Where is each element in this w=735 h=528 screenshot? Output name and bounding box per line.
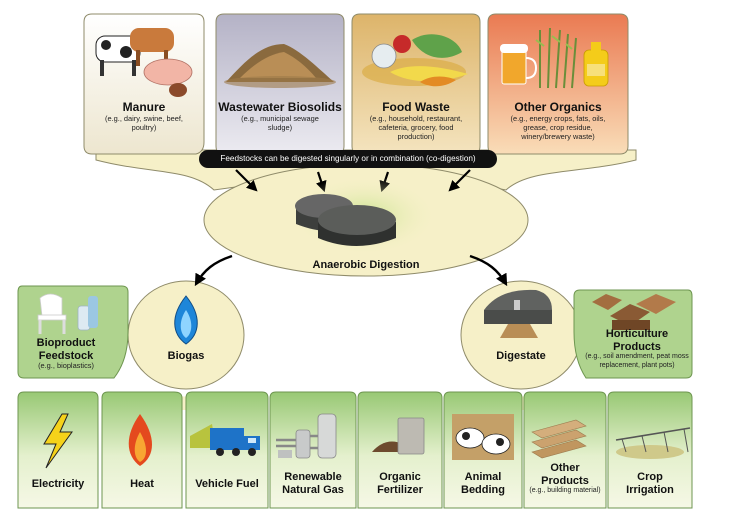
output-detail: (e.g., building material) bbox=[529, 487, 601, 495]
feedstock-other-organics-label: Other Organics (e.g., energy crops, fats… bbox=[488, 100, 628, 141]
output-renewable-natural-gas-label: Renewable Natural Gas bbox=[282, 471, 344, 496]
digestate-label: Digestate bbox=[496, 350, 546, 362]
food-scraps-icon bbox=[362, 34, 468, 87]
feedstock-detail: (e.g., household, restaurant, cafeteria,… bbox=[369, 113, 463, 141]
garbage-truck-icon bbox=[190, 424, 260, 456]
digester-tanks-icon bbox=[290, 176, 438, 256]
plastic-chair-bottle-icon bbox=[37, 293, 98, 334]
output-heat-label: Heat bbox=[130, 478, 154, 490]
side-title: Horticulture Products bbox=[605, 328, 669, 353]
output-title: Crop Irrigation bbox=[626, 471, 674, 496]
output-title: Other Products bbox=[541, 462, 589, 487]
gas-flame-icon bbox=[174, 295, 198, 345]
feedstock-food-waste-label: Food Waste (e.g., household, restaurant,… bbox=[352, 100, 480, 141]
side-panel-horticulture bbox=[573, 289, 693, 379]
horticulture-products-label: Horticulture Products (e.g., soil amendm… bbox=[582, 328, 692, 370]
lumber-boards-icon bbox=[531, 419, 587, 459]
output-title: Organic Fertilizer bbox=[377, 471, 423, 496]
pivot-irrigation-icon bbox=[615, 427, 691, 459]
output-other-products-label: Other Products (e.g., building material) bbox=[524, 462, 606, 496]
feedstock-title: Manure bbox=[122, 100, 166, 114]
feedstock-detail: (e.g., dairy, swine, beef, poultry) bbox=[105, 113, 183, 132]
cows-bedding-icon bbox=[452, 414, 514, 460]
feedstock-detail: (e.g., municipal sewage sludge) bbox=[241, 113, 319, 132]
feedstock-title: Wastewater Biosolids bbox=[218, 100, 342, 114]
output-electricity-label: Electricity bbox=[31, 478, 85, 490]
feedstock-biosolids-label: Wastewater Biosolids (e.g., municipal se… bbox=[214, 100, 346, 133]
co-digestion-banner: Feedstocks can be digested singularly or… bbox=[199, 150, 497, 168]
digester-output-icon bbox=[484, 289, 552, 338]
output-vehicle-fuel-label: Vehicle Fuel bbox=[195, 478, 259, 490]
fertilizer-bag-icon bbox=[372, 417, 425, 455]
biosolids-pile-icon bbox=[224, 44, 336, 88]
livestock-icon bbox=[95, 28, 193, 97]
lightning-bolt-icon bbox=[43, 413, 73, 469]
plant-pots-icon bbox=[592, 294, 676, 330]
biogas-label: Biogas bbox=[167, 350, 205, 362]
output-animal-bedding-label: Animal Bedding bbox=[444, 471, 522, 496]
gas-processing-plant-icon bbox=[276, 413, 337, 459]
branch-arrows bbox=[194, 254, 508, 287]
output-title: Animal Bedding bbox=[461, 471, 505, 496]
side-detail: (e.g., bioplastics) bbox=[38, 361, 94, 371]
anaerobic-digestion-label: Anaerobic Digestion bbox=[312, 259, 420, 271]
feedstock-manure-label: Manure (e.g., dairy, swine, beef, poultr… bbox=[84, 100, 204, 133]
bioproduct-feedstock-label: Bioproduct Feedstock (e.g., bioplastics) bbox=[18, 337, 114, 371]
fire-icon bbox=[128, 414, 152, 466]
feedstock-title: Food Waste bbox=[382, 100, 450, 114]
output-organic-fertilizer-label: Organic Fertilizer bbox=[358, 471, 442, 496]
feedstock-detail: (e.g., energy crops, fats, oils, grease,… bbox=[510, 113, 606, 141]
side-title: Bioproduct Feedstock bbox=[36, 337, 96, 362]
side-detail: (e.g., soil amendment, peat moss replace… bbox=[585, 353, 689, 369]
output-crop-irrigation-label: Crop Irrigation bbox=[608, 471, 692, 496]
crops-and-oil-icon bbox=[500, 27, 609, 89]
feedstock-title: Other Organics bbox=[514, 100, 602, 114]
